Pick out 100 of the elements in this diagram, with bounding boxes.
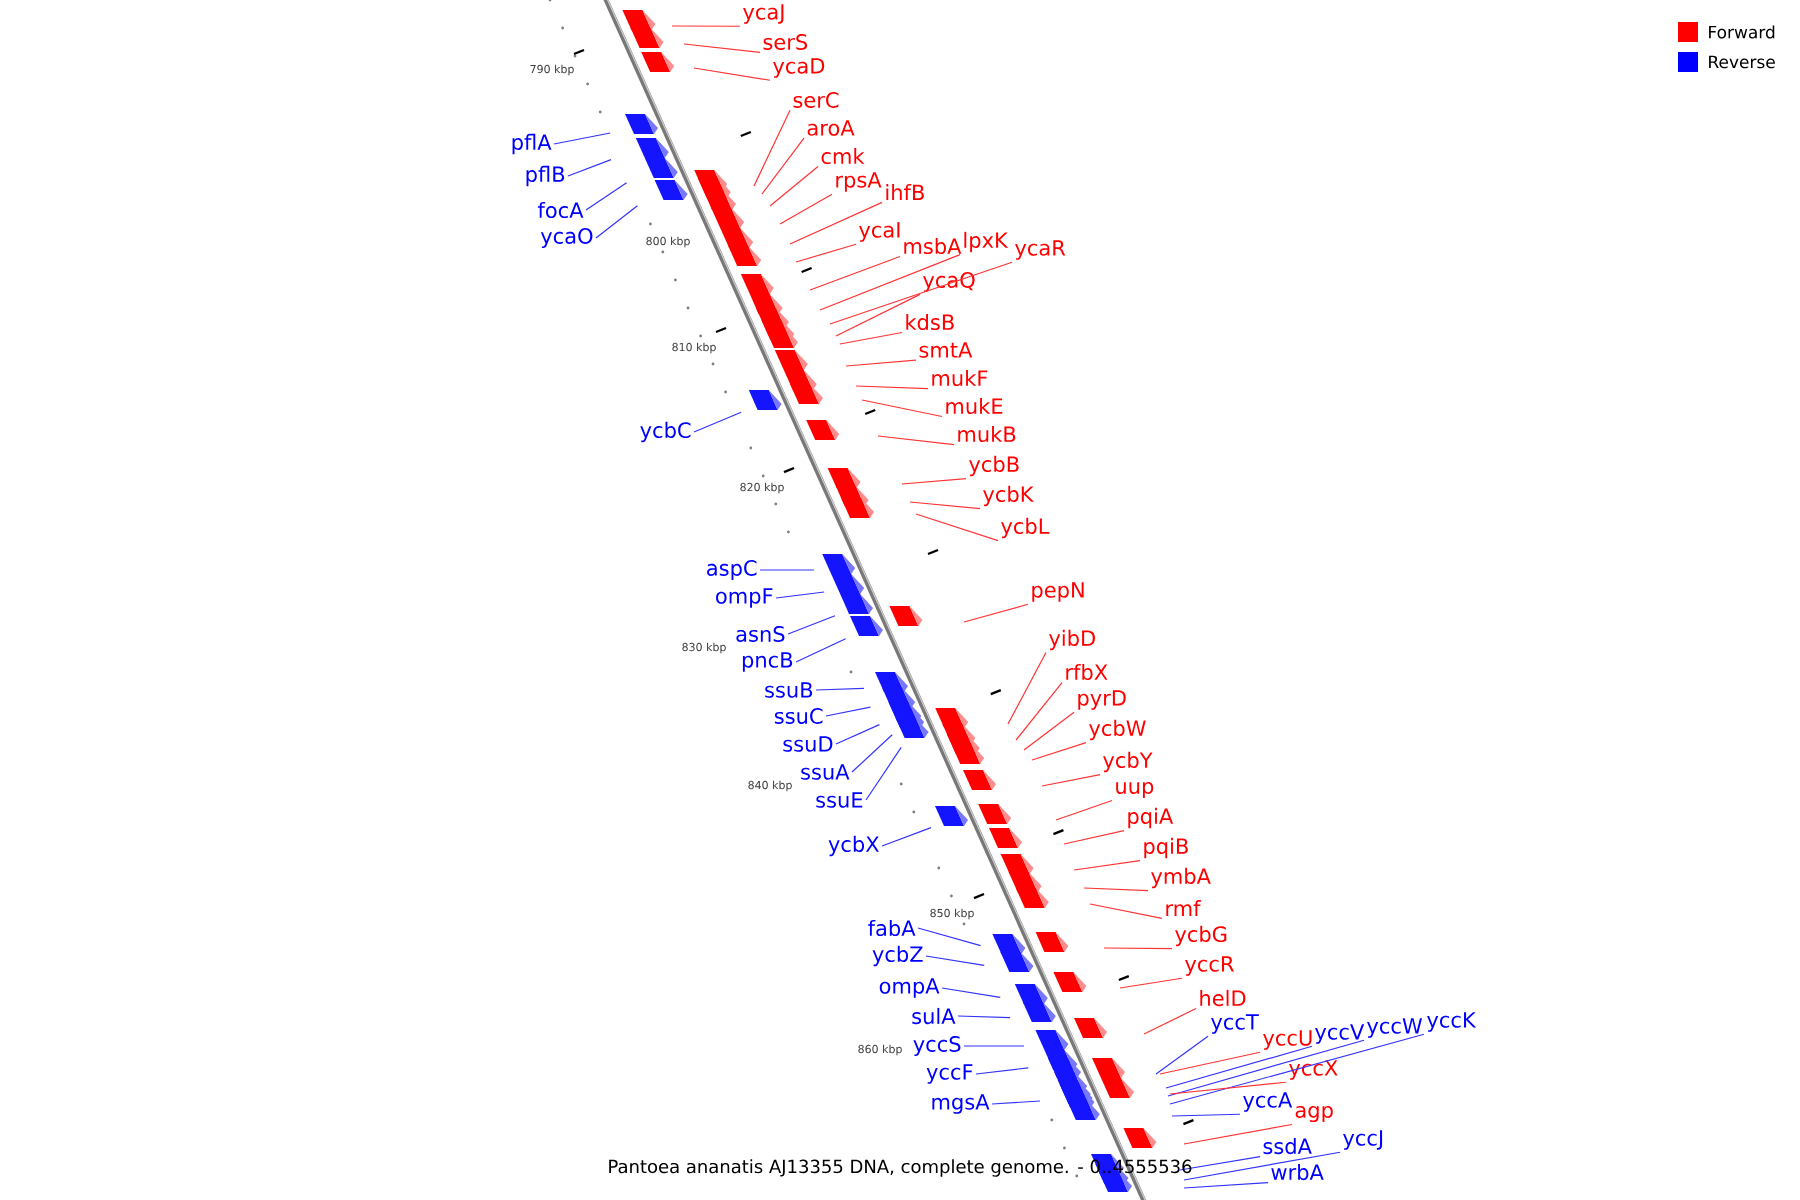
leader-line [1083,887,1149,892]
leader-line [825,706,871,717]
leader-line [1171,1113,1241,1117]
leader-line [761,137,805,195]
gene-label: ycbY [1103,751,1153,773]
gene-label: ssuD [783,736,833,752]
leader-line [693,411,742,433]
leader-line [819,253,961,311]
leader-line [595,205,638,239]
leader-line [941,987,1001,998]
leader-line [769,165,819,207]
gene-label: mukF [932,369,988,387]
leader-line [925,955,985,966]
leader-line [909,501,981,510]
leader-line [567,159,612,177]
gene-label: pepN [1032,582,1084,602]
gene-label: msbA [904,237,962,255]
gene-label: wrbA [1271,1163,1324,1181]
gene-label: pflA [512,133,552,155]
gene-label: pyrD [1078,690,1126,710]
gene-label: asnS [736,626,785,642]
gene-label: serS [763,34,808,50]
leader-line [809,255,901,291]
gene-label: lpxK [964,231,1009,253]
legend-label: Reverse [1709,55,1775,69]
leader-line [845,359,917,367]
gene-label: ymbA [1151,867,1211,889]
gene-label: ycaR [1015,240,1066,260]
gene-label: ycbC [640,421,691,443]
leader-line [915,513,999,542]
leader-line [901,477,967,485]
gene-label: uup [1116,781,1154,799]
gene-label: ssuC [774,708,823,724]
leader-line [835,724,880,745]
gene-label: pncB [742,652,793,672]
leader-line [775,591,825,599]
gene-label: ssdA [1263,1137,1312,1155]
gene-label: ssuB [765,682,813,698]
leader-line [991,1100,1041,1105]
leader-line [1179,1155,1261,1171]
gene-label: ssuE [816,792,863,808]
leader-line [759,569,815,571]
leader-line [1119,977,1183,989]
leader-line [1073,859,1141,871]
leader-line [1143,1007,1197,1035]
gene-label: aspC [707,560,757,580]
gene-label: yccK [1427,1012,1477,1032]
legend-label: Forward [1709,25,1775,39]
leader-line [1007,651,1047,725]
gene-label: serC [793,92,839,108]
gene-label: mukE [946,397,1003,415]
gene-label: kdsB [906,313,954,331]
leader-line [1063,830,1125,845]
leader-line [839,331,903,345]
gene-label: yccJ [1343,1130,1383,1150]
leader-line [1031,742,1087,761]
leader-line [1103,947,1173,950]
leader-line [963,603,1029,623]
leader-line [789,201,883,245]
gene-label: rmf [1166,900,1201,916]
leader-line [1041,773,1101,787]
gene-label: ompF [716,588,773,608]
leader-line [795,638,847,663]
gene-label: yccX [1289,1060,1338,1080]
gene-label: yccR [1185,956,1234,976]
leader-line [835,293,921,337]
leader-line [1159,1051,1261,1075]
gene-label: pqiA [1128,807,1174,829]
leader-line [1169,1033,1425,1105]
gene-label: ycaO [540,228,593,248]
gene-label: agp [1295,1105,1333,1123]
leader-line [855,385,929,390]
leader-line [957,1015,1011,1019]
gene-label: ssuA [801,764,850,780]
gene-label: focA [537,201,584,219]
leader-line [787,615,836,635]
gene-label: ycbX [828,835,879,857]
gene-label: ompA [879,978,940,998]
gene-label: pqiB [1144,837,1188,859]
gene-label: smtA [919,342,973,358]
leader-line [829,261,1013,325]
leader-line [1015,681,1063,741]
gene-label: rpsA [836,172,882,192]
gene-label: yccT [1211,1014,1259,1034]
leader-line [1169,1081,1287,1095]
gene-label: rfbX [1066,663,1108,681]
leader-line [1089,903,1163,919]
leader-line [779,193,833,225]
gene-label: aroA [807,120,855,136]
gene-label: ihfB [886,184,924,200]
gene-label: ycaI [859,222,900,242]
leader-line [861,399,943,418]
leader-line [753,109,791,187]
gene-label: fabA [868,919,916,937]
gene-label: ycaD [773,58,825,78]
gene-label: yccA [1243,1092,1293,1112]
gene-label: ycbW [1089,719,1146,741]
leader-line [1155,1035,1209,1075]
gene-label: helD [1200,989,1246,1007]
leader-line [693,67,771,81]
